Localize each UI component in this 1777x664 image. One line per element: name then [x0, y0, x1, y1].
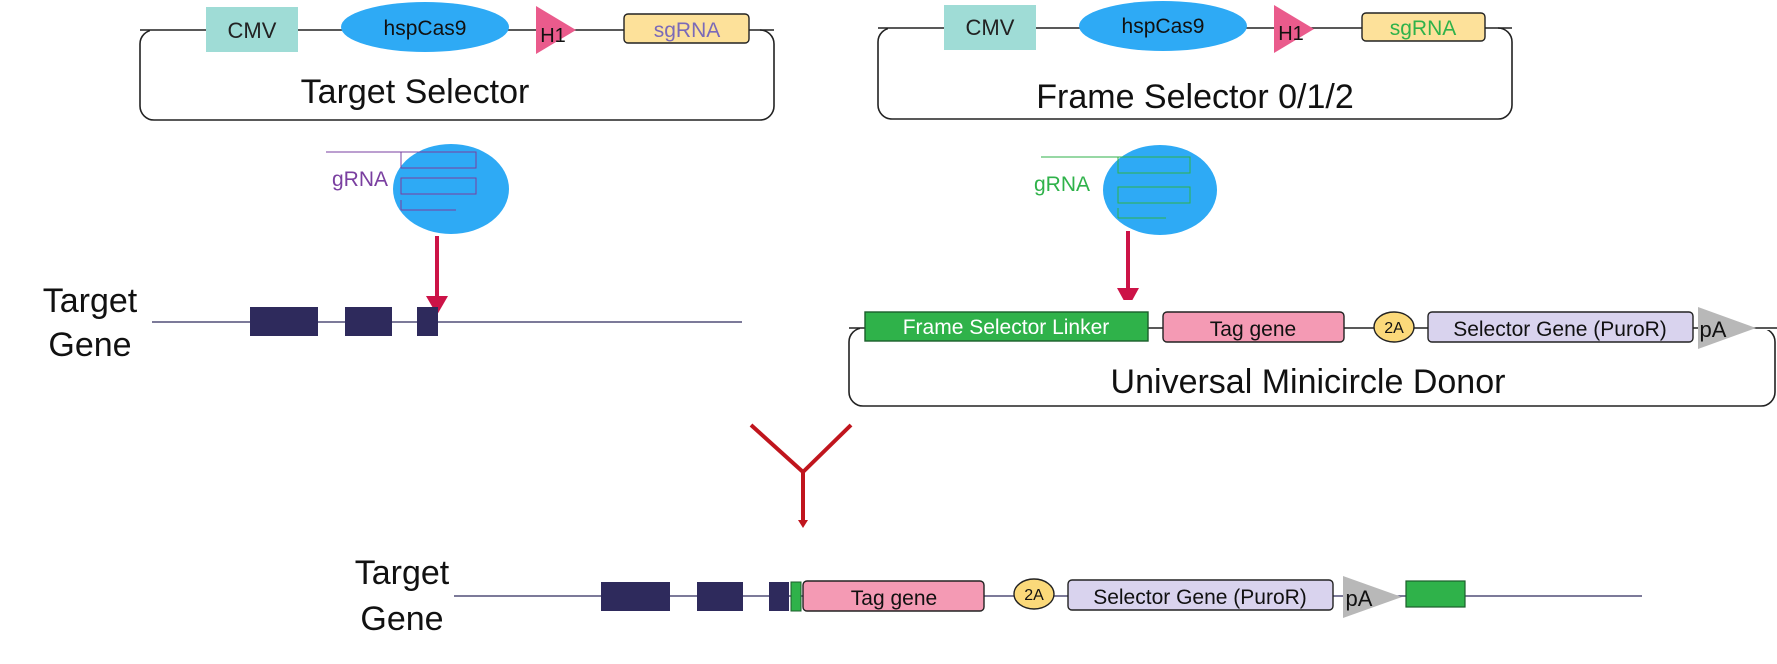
sgrna-label: sgRNA — [1390, 17, 1457, 40]
linker-fragment — [1405, 580, 1466, 608]
left-cas9-grna-complex: gRNA — [326, 144, 509, 234]
cmv-promoter — [206, 7, 298, 52]
2a-label: 2A — [1024, 587, 1044, 604]
sgrna-cassette — [623, 13, 750, 44]
pa-label: pA — [1700, 317, 1727, 342]
exon-3 — [417, 307, 438, 336]
cas9-label: hspCas9 — [1122, 15, 1205, 38]
target-gene-label-line2: Gene — [48, 326, 131, 364]
h1-label: H1 — [540, 25, 566, 47]
tag-gene — [802, 580, 985, 612]
tag-gene-label: Tag gene — [1210, 318, 1296, 341]
sgrna-cassette — [1361, 12, 1486, 42]
tag-gene — [1162, 311, 1345, 343]
target-selector-plasmid: CMV hspCas9 H1 sgRNA Target Selector — [139, 2, 775, 121]
exon-1 — [250, 307, 318, 336]
polya-signal — [1343, 576, 1402, 618]
2a-peptide — [1373, 311, 1415, 343]
tag-gene-label: Tag gene — [851, 587, 937, 610]
exon-1 — [601, 582, 670, 611]
selector-gene-label: Selector Gene (PuroR) — [1093, 586, 1307, 609]
result-label-line1: Target — [355, 554, 450, 592]
recombination-merge-arrow — [749, 423, 853, 528]
donor-title: Universal Minicircle Donor — [1111, 363, 1506, 401]
h1-promoter — [1274, 5, 1314, 53]
selector-gene-label: Selector Gene (PuroR) — [1453, 318, 1667, 341]
grna-loop — [1117, 186, 1191, 204]
sgrna-label: sgRNA — [654, 19, 721, 42]
h1-label: H1 — [1278, 23, 1304, 45]
cas9-label: hspCas9 — [384, 17, 467, 40]
selector-gene — [1067, 579, 1334, 611]
exon-2 — [697, 582, 743, 611]
result-label-line2: Gene — [360, 600, 443, 638]
cas9-gene — [341, 2, 509, 52]
cas9-protein — [1103, 145, 1217, 235]
cas9-gene — [1079, 1, 1247, 51]
2a-label: 2A — [1384, 320, 1404, 337]
2a-peptide — [1013, 578, 1055, 610]
cas9-protein — [393, 144, 509, 234]
linker-fragment — [790, 581, 802, 612]
grna-loop — [400, 177, 477, 195]
linker-label: Frame Selector Linker — [903, 316, 1110, 339]
cut-arrowhead-right — [1117, 288, 1139, 308]
target-gene-label-line1: Target — [43, 282, 138, 320]
cmv-promoter — [944, 5, 1036, 50]
target-gene: Target Gene — [43, 282, 742, 364]
frame-selector-plasmid: CMV hspCas9 H1 sgRNA Frame Selector 0/1/… — [877, 1, 1513, 120]
merge-arrowhead — [798, 520, 808, 528]
exon-2 — [345, 307, 392, 336]
right-cas9-grna-complex: gRNA — [1034, 145, 1217, 235]
grna-label: gRNA — [332, 168, 388, 191]
cmv-label: CMV — [966, 15, 1015, 40]
universal-minicircle-donor: Frame Selector Linker Tag gene 2A Select… — [848, 300, 1777, 407]
grna-loop — [1117, 156, 1191, 174]
grna-loop — [400, 151, 477, 169]
polya-signal — [1698, 307, 1756, 349]
cmv-label: CMV — [228, 18, 277, 43]
h1-promoter — [536, 6, 576, 54]
exon-3 — [769, 582, 789, 611]
merge-left-branch — [749, 423, 805, 474]
tagged-target-gene: Target Gene Tag gene 2A Selector Gene (P… — [355, 554, 1642, 638]
cut-arrowhead-left — [426, 296, 448, 315]
plasmid-title: Frame Selector 0/1/2 — [1036, 78, 1353, 116]
grna-label: gRNA — [1034, 173, 1090, 196]
selector-gene — [1427, 311, 1694, 343]
plasmid-title: Target Selector — [301, 73, 530, 111]
merge-right-branch — [801, 423, 853, 474]
frame-selector-linker — [864, 311, 1149, 342]
pa-label: pA — [1346, 586, 1373, 611]
